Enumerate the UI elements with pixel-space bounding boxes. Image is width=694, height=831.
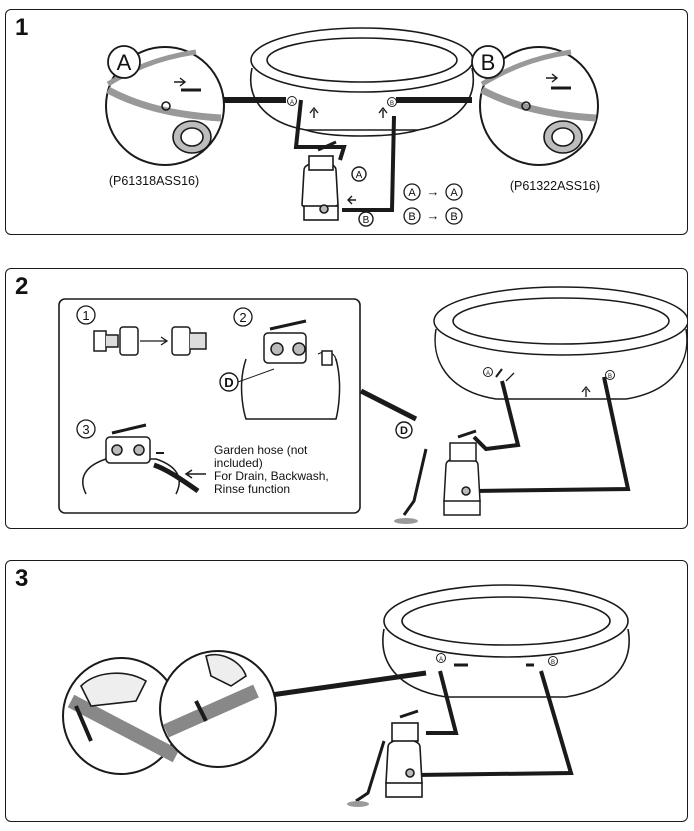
substep-2: 2 xyxy=(239,310,246,325)
pool-label-a: A xyxy=(290,100,294,106)
garden-hose-note: Garden hose (not included) For Drain, Ba… xyxy=(214,443,329,496)
mapping-arrow-a: → xyxy=(427,184,440,199)
filter-pump xyxy=(301,140,339,221)
valve-head-2 xyxy=(240,319,341,420)
step-number: 3 xyxy=(15,565,29,592)
substep-1: 1 xyxy=(82,308,89,323)
pump-label-b: B xyxy=(363,215,370,226)
callout-label-a: A xyxy=(117,50,132,75)
magnifier-a xyxy=(105,46,225,166)
step-3-illustration: A B xyxy=(62,584,630,807)
pool-label-b: B xyxy=(390,101,394,107)
pool-connector-labels: A B xyxy=(287,96,397,107)
pool-label-a: A xyxy=(439,657,443,663)
pool-label-b: B xyxy=(608,374,612,380)
pump-label-a: A xyxy=(356,170,363,181)
part-number-right: (P61322ASS16) xyxy=(510,179,600,193)
callout-label-b: B xyxy=(481,50,496,75)
step-number: 1 xyxy=(15,14,29,41)
mapping-arrow-b: → xyxy=(427,208,440,223)
substep-3: 3 xyxy=(82,422,89,437)
pump-label-d: D xyxy=(400,425,408,437)
step-number: 2 xyxy=(15,273,29,300)
filter-pump xyxy=(385,709,423,798)
step-1-panel: 1 xyxy=(5,9,688,235)
fitting-parts xyxy=(93,326,207,356)
mapping-to-b: B xyxy=(450,211,457,223)
part-number-left: (P61318ASS16) xyxy=(109,174,199,188)
mapping-from-a: A xyxy=(408,187,416,199)
pool-illustration xyxy=(382,584,630,698)
pool-illustration xyxy=(250,27,474,137)
valve-head-3 xyxy=(82,423,200,495)
substep-numbers: 1 2 3 xyxy=(76,305,253,439)
clamp-detail-right xyxy=(159,650,277,768)
clamp-detail-left xyxy=(62,657,180,775)
inset-label-d: D xyxy=(224,375,233,390)
pool-label-a: A xyxy=(486,371,490,377)
connection-mapping: A → A B → B xyxy=(403,183,463,225)
magnifier-b xyxy=(479,46,599,166)
mapping-to-a: A xyxy=(450,187,458,199)
step-2-illustration: 1 2 3 D D A B xyxy=(58,286,687,524)
step-2-panel: 2 xyxy=(5,268,688,529)
filter-pump xyxy=(443,429,481,516)
step-1-illustration: A B A B A B A → A B → B (P61318ASS16) (P… xyxy=(105,27,600,227)
step-3-panel: 3 xyxy=(5,560,688,822)
pool-illustration xyxy=(433,286,687,400)
pool-label-b: B xyxy=(551,660,555,666)
mapping-from-b: B xyxy=(408,211,415,223)
